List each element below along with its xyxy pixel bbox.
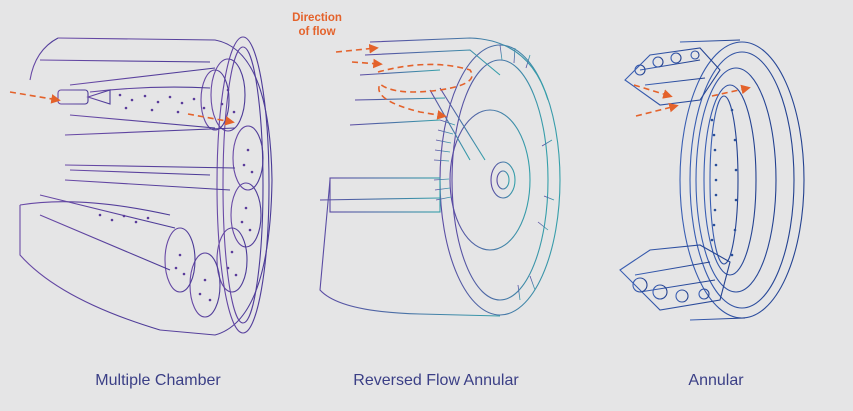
flow-arrow-icon <box>633 84 673 99</box>
flow-label-line2: of flow <box>298 26 336 38</box>
direction-of-flow-label: Direction of flow <box>272 11 362 39</box>
flow-arrow-icon <box>187 113 235 126</box>
annular-top-injectors <box>624 47 721 106</box>
multiple-chamber-illustration <box>9 36 273 336</box>
caption-reversed-flow-annular: Reversed Flow Annular <box>353 372 519 389</box>
caption-annular: Annular <box>688 372 744 389</box>
annular-liner-holes <box>710 108 738 257</box>
combustion-chamber-ends <box>164 58 264 318</box>
flow-arrow-icon <box>335 43 379 54</box>
flow-arrow-icon <box>9 91 61 104</box>
flow-arrow-icon <box>351 58 383 69</box>
flow-arrow-icon <box>635 102 679 117</box>
flow-arrow-icon <box>377 63 473 120</box>
caption-multiple-chamber: Multiple Chamber <box>95 372 221 389</box>
reversed-flow-annular-illustration <box>317 37 561 317</box>
flow-arrow-icon <box>711 84 751 97</box>
annular-illustration <box>619 39 805 321</box>
annular-bottom-injectors <box>619 244 731 311</box>
turbine-blades <box>433 44 555 305</box>
flow-label-line1: Direction <box>292 12 342 24</box>
liner-holes <box>98 88 254 302</box>
